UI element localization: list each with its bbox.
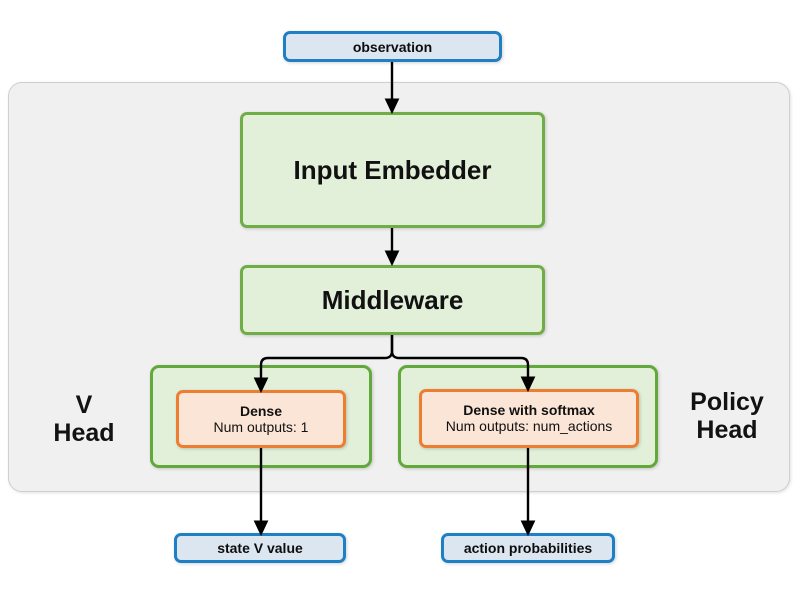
node-policy-dense-title: Dense with softmax <box>463 402 595 419</box>
label-policy-head: Policy Head <box>664 380 790 452</box>
label-policy-head-line1: Policy <box>690 388 764 416</box>
label-v-head-line2: Head <box>53 419 115 447</box>
node-v-dense-title: Dense <box>239 402 283 419</box>
node-observation-label: observation <box>352 38 433 55</box>
label-v-head: V Head <box>28 383 140 455</box>
label-v-head-line1: V <box>75 391 93 419</box>
node-state-v-value-label: state V value <box>217 540 303 556</box>
node-policy-dense-subtitle: Num outputs: num_actions <box>445 418 613 435</box>
node-policy-dense[interactable]: Dense with softmax Num outputs: num_acti… <box>419 389 639 448</box>
label-policy-head-line2: Head <box>696 416 758 444</box>
node-state-v-value[interactable]: state V value <box>174 533 346 563</box>
node-input-embedder-label: Input Embedder <box>293 154 492 185</box>
node-middleware[interactable]: Middleware <box>240 265 545 335</box>
node-v-dense-subtitle: Num outputs: 1 <box>213 418 309 435</box>
node-v-dense[interactable]: Dense Num outputs: 1 <box>176 390 346 448</box>
node-action-probabilities-label: action probabilities <box>463 540 593 556</box>
node-input-embedder[interactable]: Input Embedder <box>240 112 545 228</box>
node-action-probabilities[interactable]: action probabilities <box>441 533 615 563</box>
node-middleware-label: Middleware <box>321 284 464 315</box>
node-observation[interactable]: observation <box>283 31 502 62</box>
